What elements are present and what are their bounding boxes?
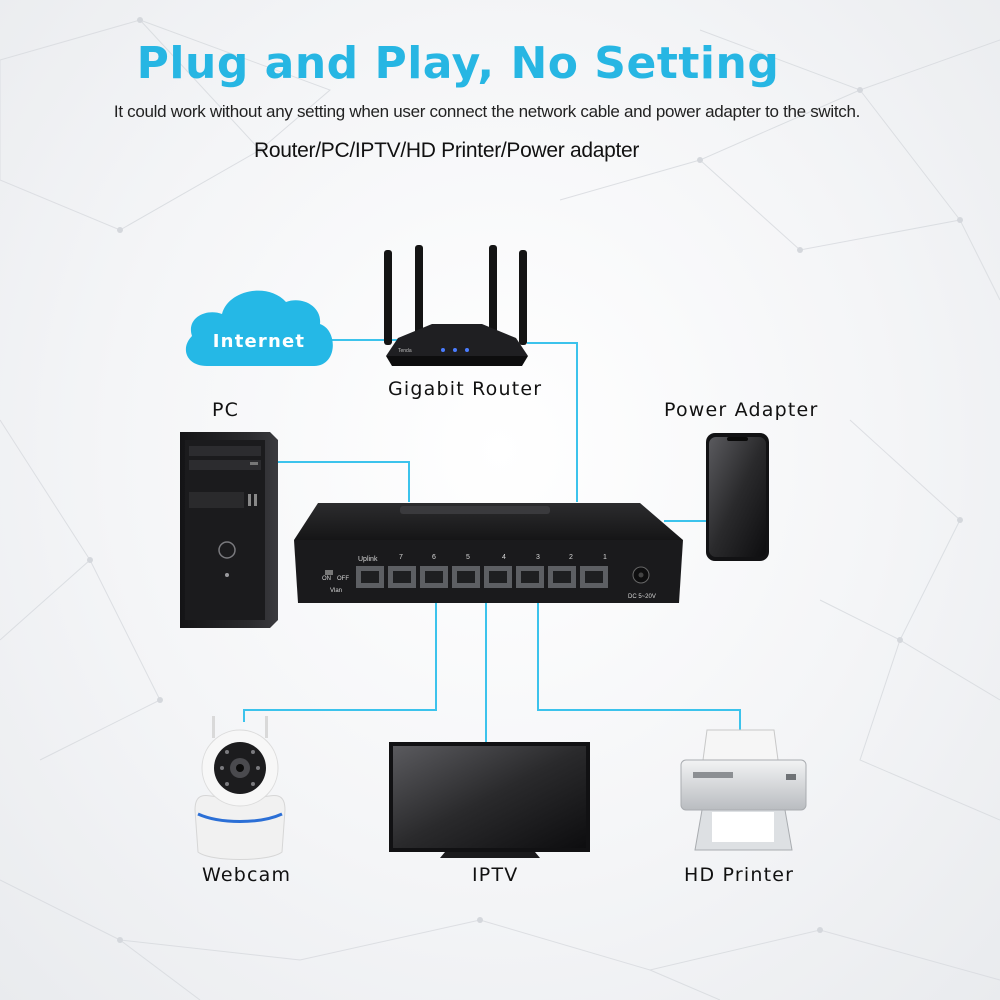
power-adapter-label: Power Adapter	[664, 399, 819, 421]
dc-label: DC 5~20V	[628, 594, 656, 600]
port-label-1: 1	[603, 554, 607, 561]
port-label-6: 6	[432, 554, 436, 561]
router-label: Gigabit Router	[388, 378, 543, 400]
vlan-label: Vlan	[330, 588, 342, 594]
port-label-7: 7	[399, 554, 403, 561]
tv-icon	[389, 742, 590, 858]
iptv-label: IPTV	[472, 864, 519, 886]
internet-label: Internet	[212, 331, 306, 352]
port-label-5: 5	[466, 554, 470, 561]
cable-pc-switch	[277, 461, 410, 502]
phone-icon	[706, 433, 769, 561]
printer-icon	[680, 729, 807, 851]
device-list-caption: Router/PC/IPTV/HD Printer/Power adapter	[254, 139, 640, 162]
cable-switch-webcam	[243, 602, 437, 722]
router-icon: Tenda	[384, 245, 528, 366]
printer-label: HD Printer	[684, 864, 795, 886]
webcam-label: Webcam	[202, 864, 292, 886]
port-label-4: 4	[502, 554, 506, 561]
switch-icon: Uplink 7 6 5 4 3 2 1 ON OFF Vlan DC 5~20…	[294, 503, 683, 603]
switch-on-label: ON	[322, 576, 331, 582]
cable-router-switch	[527, 342, 578, 502]
page-subtitle: It could work without any setting when u…	[113, 102, 861, 121]
router-brand-text: Tenda	[398, 348, 412, 354]
port-label-3: 3	[536, 554, 540, 561]
port-label-uplink: Uplink	[358, 556, 378, 563]
cloud-icon	[185, 290, 333, 366]
pc-label: PC	[212, 399, 240, 421]
pc-tower-icon	[180, 432, 278, 628]
ethernet-port-row	[356, 566, 608, 588]
cable-switch-printer	[537, 602, 741, 730]
page-title: Plug and Play, No Setting	[136, 38, 780, 89]
cable-lines	[243, 339, 741, 742]
switch-off-label: OFF	[337, 576, 349, 582]
port-label-2: 2	[569, 554, 573, 561]
webcam-icon	[194, 716, 286, 860]
